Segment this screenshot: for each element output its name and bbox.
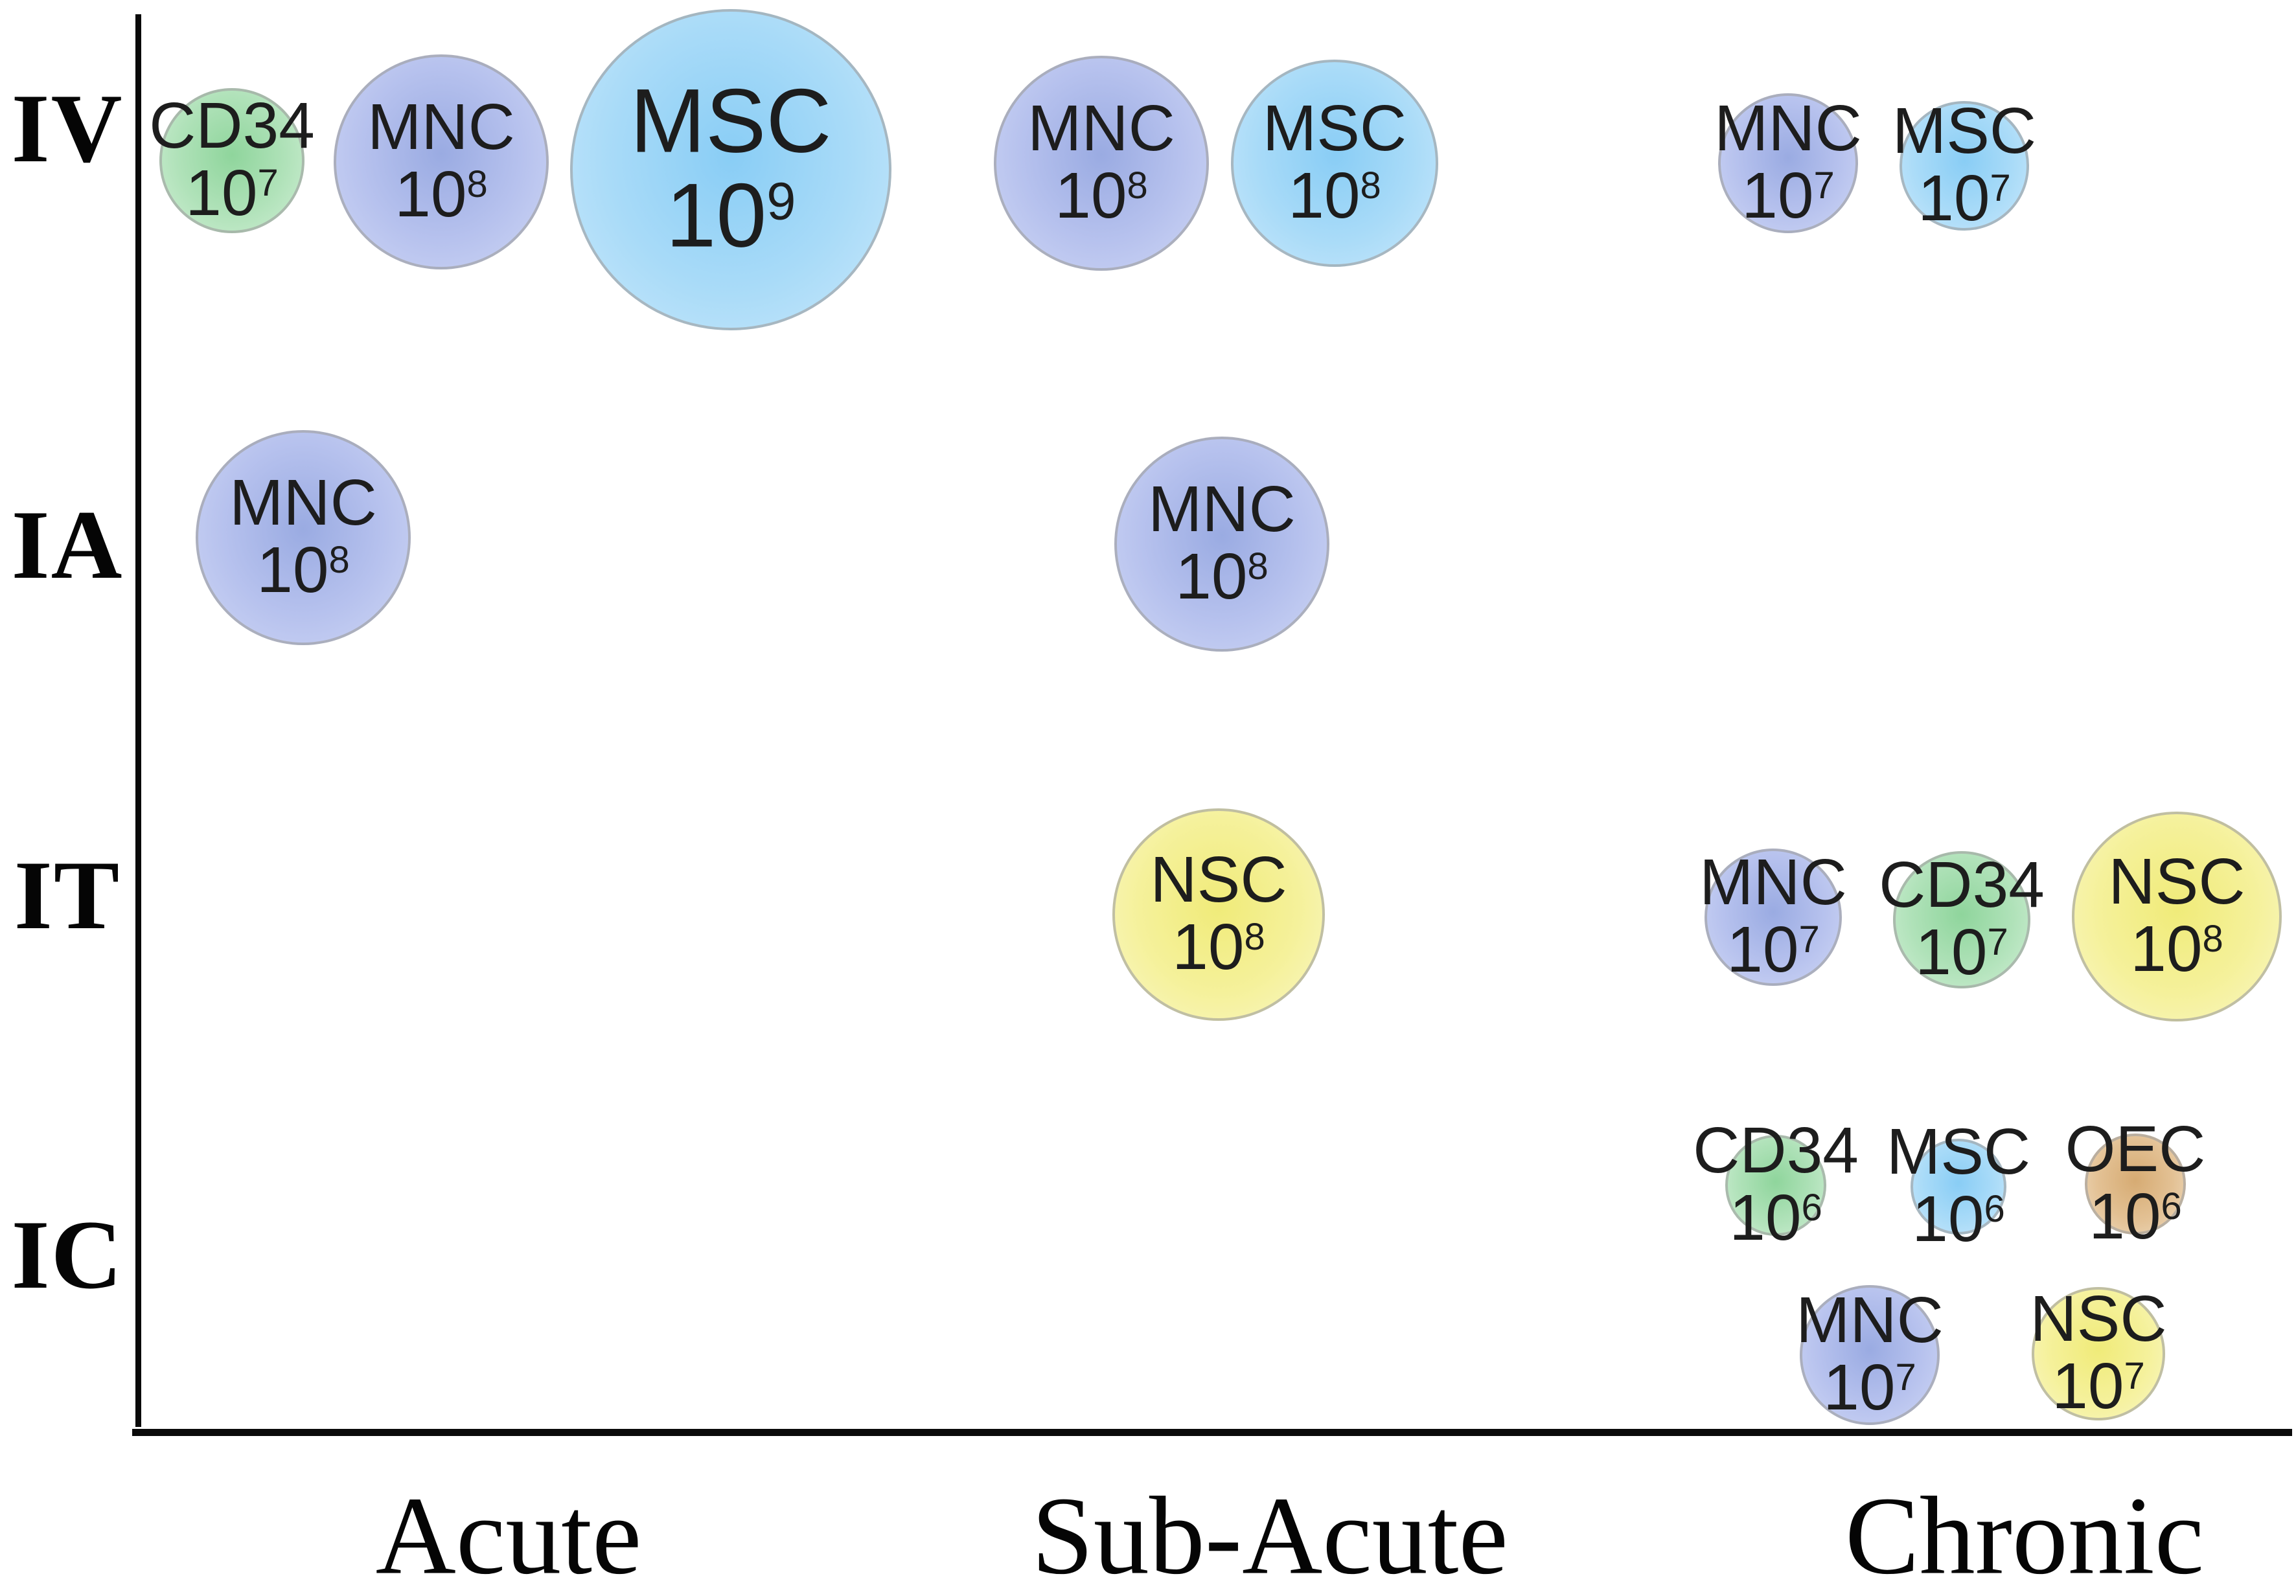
dose-text: 108: [257, 533, 350, 606]
cell-type-text: CD34: [149, 89, 315, 162]
cell-type-text: CD34: [1693, 1113, 1859, 1187]
bubble-msc-iv-acute: [570, 9, 891, 330]
cell-type-text: MSC: [630, 69, 832, 172]
bubble-cd34-ic-chronic: [1725, 1135, 1826, 1236]
cell-type-text: CD34: [1879, 848, 2045, 921]
y-axis-label-ic: IC: [11, 1200, 124, 1309]
cell-type-text: MNC: [1148, 472, 1296, 545]
bubble-nsc-it-sub-acute: [1112, 808, 1325, 1021]
bubble-nsc-ic-chronic: [2032, 1287, 2165, 1420]
dose-text: 107: [1915, 915, 2008, 988]
cell-type-text: NSC: [1150, 843, 1287, 916]
dose-text: 108: [1172, 910, 1265, 983]
dose-text: 108: [2130, 912, 2223, 985]
cell-type-text: OEC: [2065, 1112, 2206, 1185]
bubble-mnc-ia-sub-acute: [1114, 437, 1329, 652]
bubble-nsc-it-chronic: [2072, 812, 2282, 1021]
bubble-msc-iv-chronic: [1900, 101, 2029, 231]
bubble-cd34-it-chronic: [1893, 851, 2030, 988]
dose-text: 108: [1055, 159, 1148, 232]
dose-text: 109: [665, 164, 796, 266]
bubble-mnc-ic-chronic: [1800, 1285, 1940, 1425]
x-axis-line: [132, 1429, 2292, 1436]
x-axis-label-sub-acute: Sub-Acute: [1031, 1474, 1508, 1596]
dose-text: 106: [1912, 1182, 2005, 1255]
bubble-mnc-iv-sub-acute: [994, 56, 1209, 271]
x-axis-label-acute: Acute: [375, 1474, 642, 1596]
cell-type-text: MNC: [229, 466, 377, 539]
dose-text: 108: [1175, 540, 1269, 613]
cell-type-text: MNC: [1027, 91, 1175, 165]
y-axis-label-iv: IV: [11, 74, 124, 183]
bubble-mnc-ia-acute: [196, 430, 411, 645]
dose-text: 107: [1823, 1351, 1916, 1424]
bubble-cd34-iv-acute: [159, 88, 304, 233]
dose-text: 107: [185, 156, 279, 229]
dose-text: 107: [2052, 1349, 2145, 1422]
bubble-oec-ic-chronic: [2085, 1134, 2186, 1235]
dose-text: 107: [1727, 913, 1820, 986]
dose-text: 108: [1288, 159, 1381, 232]
bubble-msc-ic-chronic: [1911, 1139, 2006, 1235]
cell-type-text: MSC: [1886, 1115, 2031, 1188]
y-axis-label-ia: IA: [11, 490, 124, 599]
bubble-mnc-iv-chronic: [1718, 93, 1858, 233]
bubble-msc-iv-sub-acute: [1231, 60, 1438, 267]
y-axis-label-it: IT: [14, 841, 121, 950]
cell-type-text: MNC: [1699, 845, 1847, 918]
cell-type-text: MSC: [1892, 94, 2037, 167]
dose-text: 107: [1918, 161, 2011, 234]
cell-type-text: MSC: [1262, 91, 1407, 165]
bubble-mnc-iv-acute: [334, 54, 549, 269]
dose-text: 107: [1741, 159, 1835, 232]
dose-text: 106: [1729, 1181, 1822, 1254]
cell-type-text: NSC: [2030, 1282, 2167, 1355]
cell-type-text: NSC: [2108, 845, 2245, 918]
bubble-mnc-it-chronic: [1705, 849, 1842, 986]
x-axis-label-chronic: Chronic: [1844, 1474, 2205, 1596]
cell-type-text: MNC: [367, 90, 515, 163]
cell-type-text: MNC: [1796, 1283, 1944, 1356]
cell-type-text: MNC: [1714, 91, 1862, 165]
y-axis-line: [135, 14, 141, 1427]
dose-text: 106: [2089, 1180, 2182, 1253]
dose-text: 108: [395, 157, 488, 231]
